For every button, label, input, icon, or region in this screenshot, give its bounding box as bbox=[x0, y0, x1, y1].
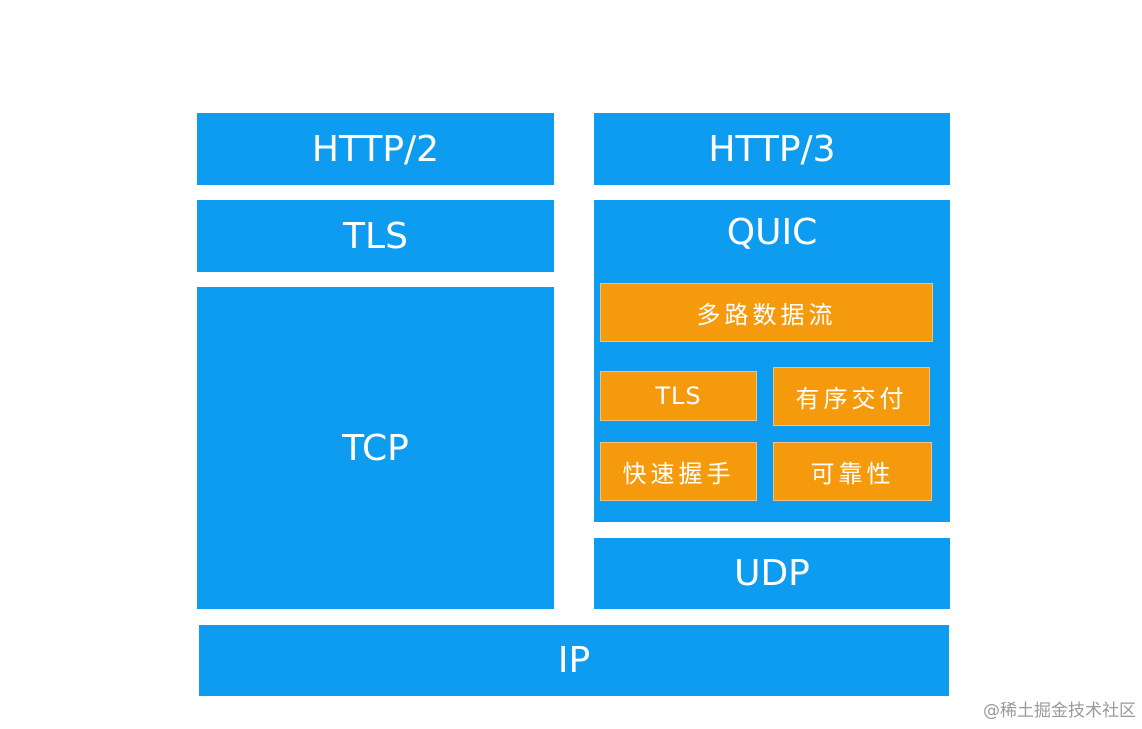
udp-label: UDP bbox=[734, 553, 810, 594]
feature-reliability-label: 可靠性 bbox=[810, 460, 895, 488]
http2-label: HTTP/2 bbox=[311, 128, 440, 170]
feature-multiplexing: 多路数据流 bbox=[600, 283, 933, 342]
feature-tls: TLS bbox=[600, 371, 757, 421]
ip-layer: IP bbox=[199, 625, 949, 696]
feature-multiplexing-label: 多路数据流 bbox=[696, 301, 837, 329]
http3-label: HTTP/3 bbox=[708, 128, 836, 170]
feature-fast-handshake-label: 快速握手 bbox=[622, 460, 735, 488]
tls-layer-left: TLS bbox=[197, 200, 554, 272]
ip-label: IP bbox=[557, 640, 591, 681]
tls-label-left: TLS bbox=[343, 215, 408, 257]
feature-fast-handshake: 快速握手 bbox=[600, 442, 757, 501]
feature-reliability: 可靠性 bbox=[773, 442, 932, 501]
feature-ordered-delivery: 有序交付 bbox=[773, 367, 930, 426]
tcp-label: TCP bbox=[342, 427, 409, 469]
tcp-layer: TCP bbox=[197, 287, 554, 609]
http2-layer: HTTP/2 bbox=[197, 113, 554, 185]
quic-label: QUIC bbox=[726, 212, 818, 253]
feature-ordered-delivery-label: 有序交付 bbox=[795, 385, 908, 413]
watermark: @稀土掘金技术社区 bbox=[983, 701, 1136, 721]
udp-layer: UDP bbox=[594, 538, 950, 609]
feature-tls-label: TLS bbox=[655, 382, 702, 410]
quic-layer: QUIC 多路数据流 TLS 有序交付 快速握手 可靠性 bbox=[594, 200, 950, 522]
http3-layer: HTTP/3 bbox=[594, 113, 950, 185]
